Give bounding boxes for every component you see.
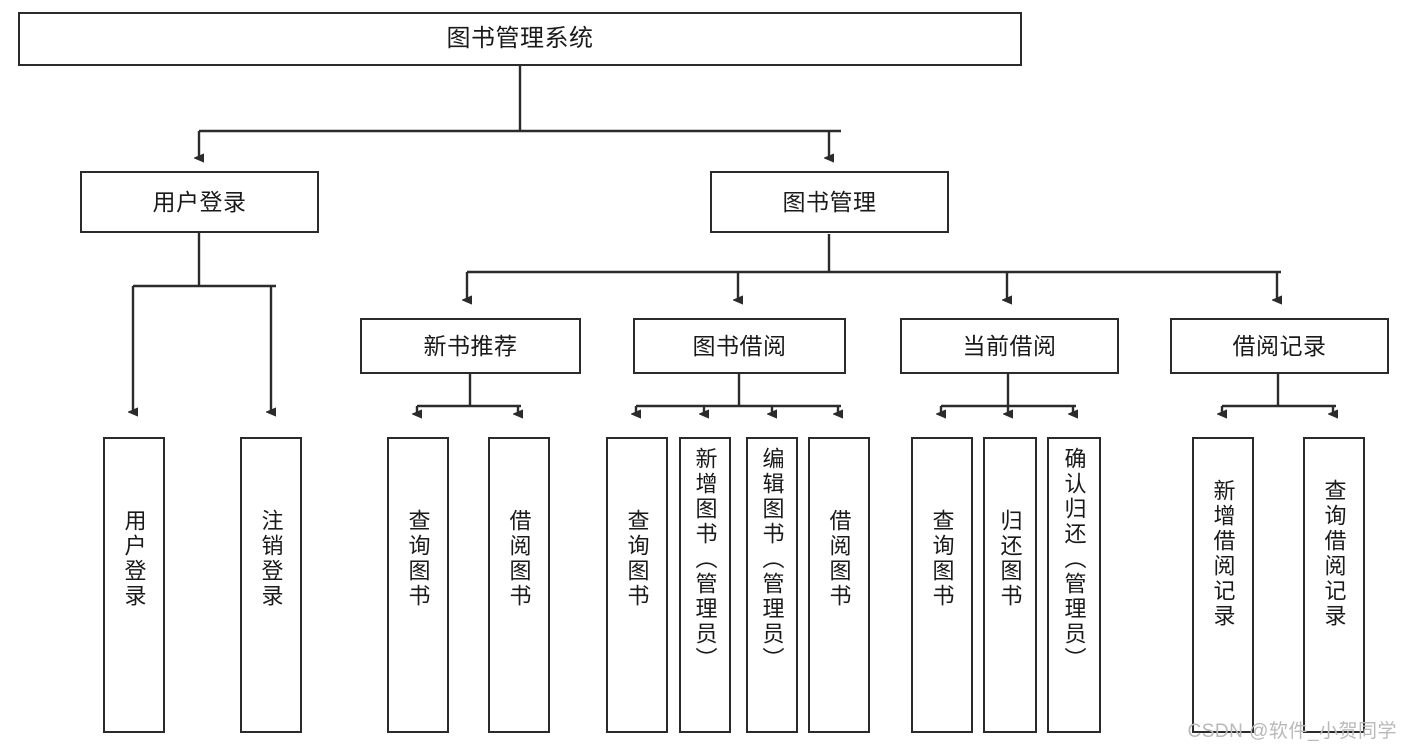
node-label: 图书管理 [782, 188, 877, 215]
node-label: 用户登录 [152, 188, 247, 215]
node-user-login-module[interactable]: 用户登录 [80, 171, 319, 233]
node-label: 用户登录 [121, 509, 147, 609]
csdn-watermark: CSDN @软件_小贺同学 [1187, 721, 1397, 742]
node-borrow-record[interactable]: 借阅记录 [1170, 318, 1389, 374]
node-leaf-borrow-book[interactable]: 借阅图书 [808, 437, 870, 733]
node-leaf-add-borrow-record[interactable]: 新增借阅记录 [1192, 437, 1254, 733]
node-root-system[interactable]: 图书管理系统 [18, 12, 1022, 66]
node-new-book-recommend[interactable]: 新书推荐 [360, 318, 581, 374]
node-leaf-edit-book-admin[interactable]: 编辑图书（管理员） [746, 437, 798, 733]
node-leaf-query-book-current[interactable]: 查询图书 [911, 437, 973, 733]
node-book-management-module[interactable]: 图书管理 [710, 171, 949, 233]
node-label: 确认归还（管理员） [1061, 447, 1087, 672]
node-leaf-add-book-admin[interactable]: 新增图书（管理员） [679, 437, 731, 733]
node-book-borrow[interactable]: 图书借阅 [633, 318, 846, 374]
node-label: 编辑图书（管理员） [759, 447, 785, 672]
node-label: 查询图书 [405, 509, 431, 609]
node-label: 借阅记录 [1232, 332, 1327, 359]
node-label: 新增图书（管理员） [692, 447, 718, 672]
node-leaf-confirm-return-admin[interactable]: 确认归还（管理员） [1047, 437, 1101, 733]
node-label: 图书借阅 [692, 332, 787, 359]
node-leaf-user-login[interactable]: 用户登录 [103, 437, 165, 733]
node-leaf-logout[interactable]: 注销登录 [240, 437, 302, 733]
node-label: 查询图书 [624, 509, 650, 609]
node-leaf-return-book[interactable]: 归还图书 [983, 437, 1037, 733]
node-label: 新书推荐 [423, 332, 518, 359]
node-leaf-query-borrow-record[interactable]: 查询借阅记录 [1303, 437, 1365, 733]
node-leaf-query-book-recommend[interactable]: 查询图书 [387, 437, 449, 733]
node-label: 注销登录 [258, 509, 284, 609]
node-leaf-borrow-book-recommend[interactable]: 借阅图书 [488, 437, 550, 733]
node-leaf-query-book-borrow[interactable]: 查询图书 [606, 437, 668, 733]
node-label: 当前借阅 [962, 332, 1057, 359]
node-label: 归还图书 [997, 509, 1023, 609]
node-current-borrow[interactable]: 当前借阅 [900, 318, 1119, 374]
node-label: 借阅图书 [826, 509, 852, 609]
node-label: 借阅图书 [506, 509, 532, 609]
node-label: 查询借阅记录 [1321, 479, 1347, 629]
node-label: 图书管理系统 [446, 25, 594, 53]
node-label: 查询图书 [929, 509, 955, 609]
node-label: 新增借阅记录 [1210, 479, 1236, 629]
